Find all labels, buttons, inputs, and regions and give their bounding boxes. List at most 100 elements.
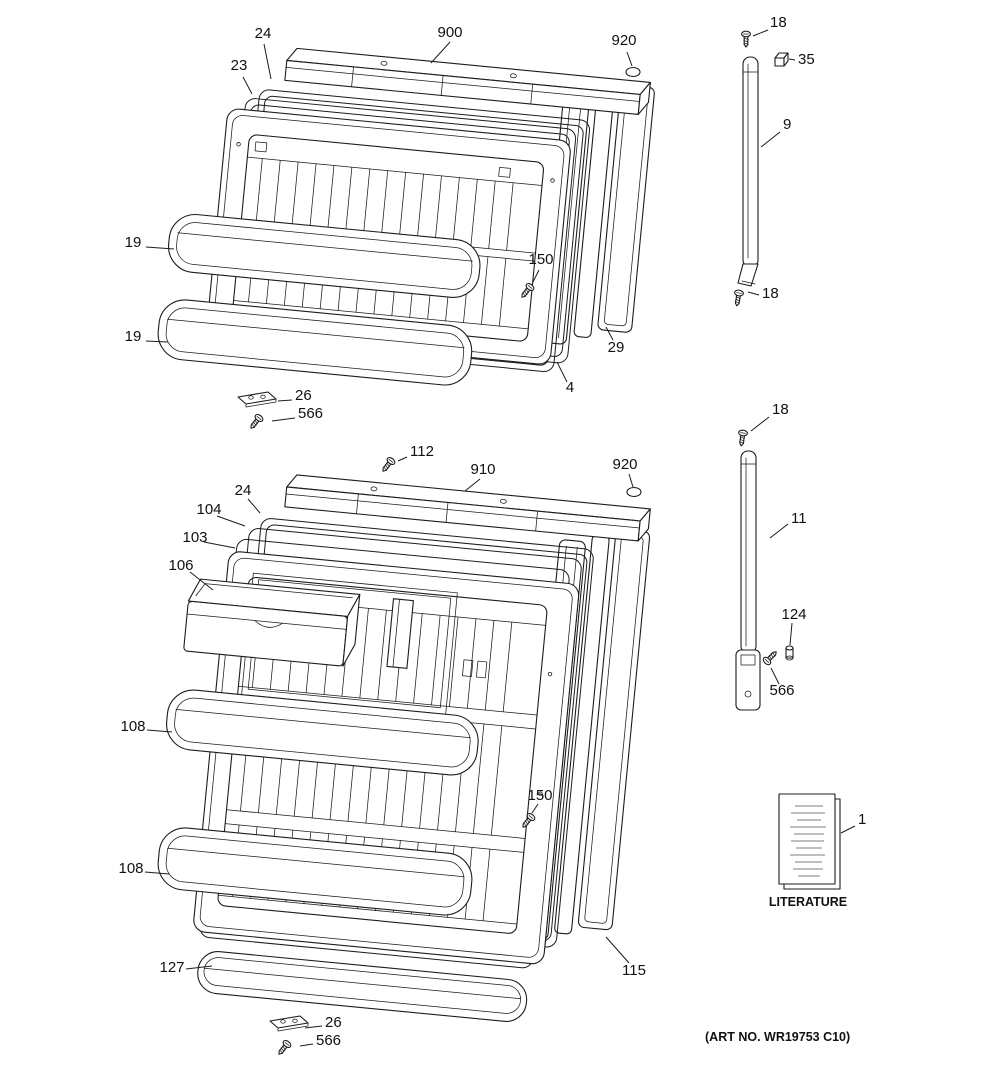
callout-label: 24 <box>255 25 272 42</box>
callout-label: 18 <box>772 401 789 418</box>
callout-label: 26 <box>325 1014 342 1031</box>
callout-566-top: 566 <box>271 405 323 422</box>
leader-line <box>556 361 568 383</box>
screw-566-top <box>246 412 265 432</box>
dairy-compartment-106 <box>183 578 361 667</box>
callout-124: 124 <box>781 606 807 646</box>
callout-9: 9 <box>760 116 791 148</box>
callout-900: 900 <box>430 24 463 64</box>
callout-150-top: 150 <box>528 251 554 283</box>
callout-566-bottom: 566 <box>299 1032 341 1049</box>
callout-106: 106 <box>168 557 214 591</box>
callout-label: 26 <box>295 387 312 404</box>
callout-label: 106 <box>168 557 193 574</box>
callout-label: 104 <box>196 501 221 518</box>
leader-line <box>628 473 634 488</box>
callout-label: 24 <box>235 482 252 499</box>
callout-127: 127 <box>159 959 213 976</box>
callout-18-bottom: 18 <box>747 285 779 302</box>
freezer-top-trim-900 <box>284 47 651 115</box>
callout-label: 150 <box>527 787 552 804</box>
callout-label: 1 <box>858 811 866 828</box>
callout-label: 103 <box>182 529 207 546</box>
mounting-plate-26-top <box>237 391 277 408</box>
bottom-trim-127 <box>197 951 528 1022</box>
leader-line <box>532 269 540 283</box>
art-number: (ART NO. WR19753 C10) <box>705 1030 850 1044</box>
callout-104: 104 <box>196 501 246 527</box>
callout-label: 108 <box>120 718 145 735</box>
leader-line <box>247 498 261 514</box>
leader-line <box>271 417 296 422</box>
callout-label: 920 <box>611 32 636 49</box>
screw-566-bottom <box>274 1038 293 1058</box>
leader-line <box>263 43 272 80</box>
leader-line <box>430 41 451 64</box>
leader-line <box>189 571 214 591</box>
callout-label: 108 <box>118 860 143 877</box>
callout-150-bottom: 150 <box>527 787 553 814</box>
leader-line <box>747 291 760 296</box>
leader-line <box>203 541 236 549</box>
callout-label: 4 <box>566 379 574 396</box>
leader-line <box>789 622 793 646</box>
callout-label: 910 <box>470 461 495 478</box>
callout-label: 127 <box>159 959 184 976</box>
leader-line <box>605 326 614 341</box>
grommet-920-bottom <box>626 486 642 498</box>
callout-23: 23 <box>231 57 253 95</box>
callout-24-top: 24 <box>255 25 272 80</box>
leader-line <box>464 478 481 492</box>
leader-line <box>769 523 789 539</box>
leader-line <box>146 729 173 733</box>
callout-label: 566 <box>769 682 794 699</box>
callout-108-lower: 108 <box>118 860 170 877</box>
callout-19-upper: 19 <box>125 234 175 251</box>
callout-label: 150 <box>528 251 553 268</box>
leader-line <box>760 131 781 148</box>
leader-line <box>531 803 539 814</box>
leader-line <box>304 1025 323 1029</box>
screw-112 <box>378 455 397 475</box>
fastener-124 <box>785 645 794 661</box>
mounting-plate-26-bottom <box>269 1015 309 1032</box>
callout-920-bottom: 920 <box>612 456 638 488</box>
callout-label: 19 <box>125 328 142 345</box>
leader-line <box>144 871 170 875</box>
callout-label: 566 <box>316 1032 341 1049</box>
freezer-door-shelf-lower-19 <box>157 299 473 386</box>
leader-line <box>752 29 769 37</box>
callout-label: 900 <box>437 24 462 41</box>
handle-trim-9 <box>737 56 759 287</box>
callout-566-handle: 566 <box>769 667 795 699</box>
handle-trim-11 <box>735 450 761 711</box>
fresh-food-door-assembly <box>157 474 651 1022</box>
fresh-food-door-shelf-upper-108 <box>166 689 479 776</box>
freezer-door-assembly <box>157 47 655 386</box>
callout-label: 29 <box>608 339 625 356</box>
leader-line <box>299 1043 314 1047</box>
grommet-920-top <box>625 66 641 78</box>
callout-label: 920 <box>612 456 637 473</box>
callout-108-upper: 108 <box>120 718 173 735</box>
leader-line <box>216 515 246 527</box>
leader-line <box>242 76 253 95</box>
callout-29: 29 <box>605 326 625 356</box>
callout-label: 11 <box>791 510 807 527</box>
callout-label: 23 <box>231 57 248 74</box>
callout-label: 124 <box>781 606 806 623</box>
callout-label: 18 <box>770 14 787 31</box>
screw-18-bottom <box>731 288 745 308</box>
literature-caption: LITERATURE <box>769 895 847 909</box>
leader-line <box>277 399 293 402</box>
callout-18-top: 18 <box>752 14 787 37</box>
callout-18-fresh-food: 18 <box>750 401 789 432</box>
callout-35: 35 <box>788 51 815 68</box>
callout-112: 112 <box>397 443 434 462</box>
callout-19-lower: 19 <box>125 328 169 345</box>
callout-24-bottom: 24 <box>235 482 261 514</box>
callout-label: 112 <box>410 443 434 460</box>
leader-line <box>605 936 630 964</box>
